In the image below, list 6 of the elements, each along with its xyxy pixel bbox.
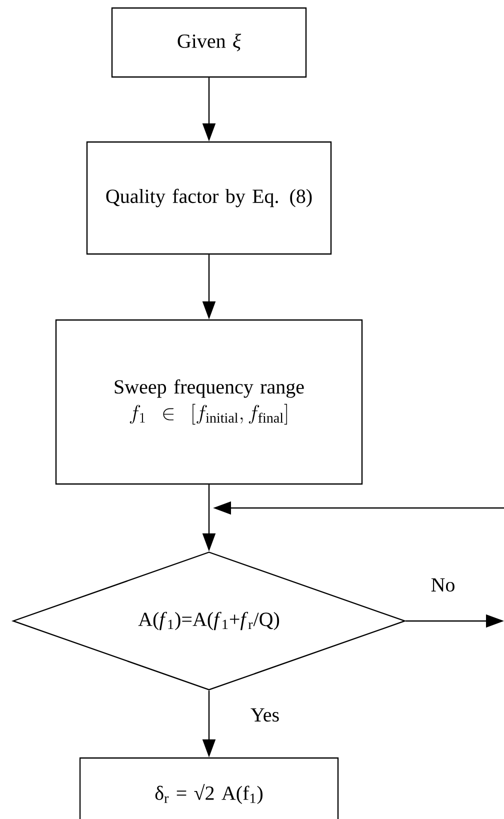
edge-label: No: [430, 577, 456, 593]
process-box: Quality factor by Eq. (8): [86, 141, 332, 255]
process-box: Sweep frequency range $f_{1}\in[f_{\mathrm{initial}}, f_{\mathrm{final}}]$: [55, 319, 363, 485]
process-box: Given ξ: [111, 7, 307, 78]
process-box: δ$_{r}$ = √2 A(f$_{1}$): [79, 757, 339, 819]
edge-label: Yes: [249, 707, 281, 723]
